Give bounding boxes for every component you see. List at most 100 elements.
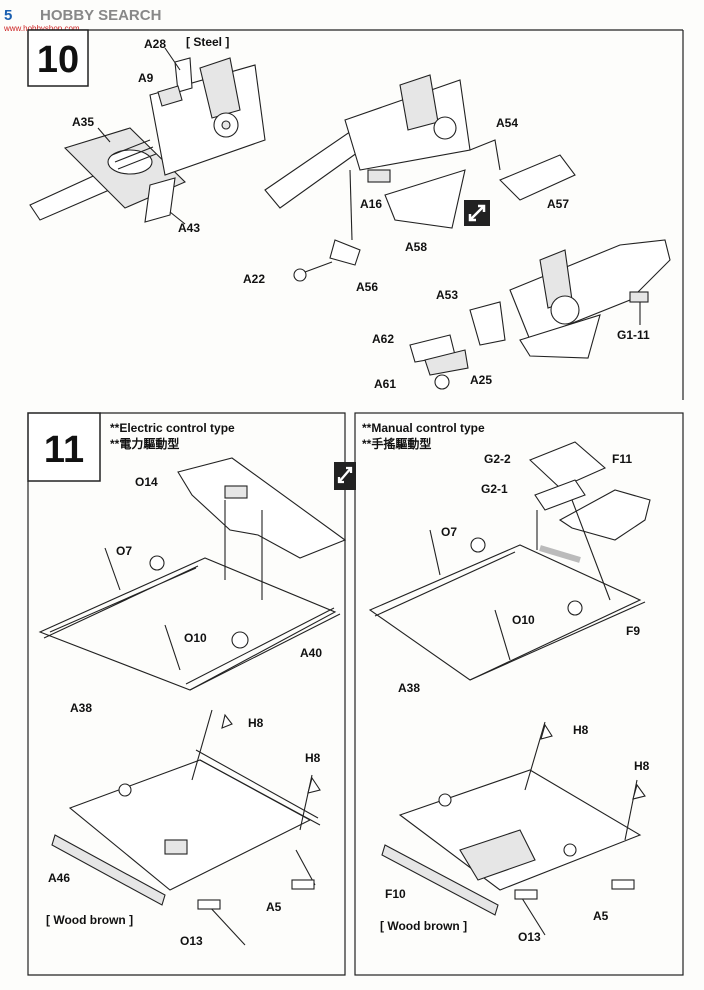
- traverse-wheel-right: [550, 295, 580, 325]
- label-m-f10: F10: [385, 887, 406, 901]
- label-e-o7: O7: [116, 544, 132, 558]
- o14-guide-lines: [224, 500, 263, 600]
- step-10-number: 10: [37, 39, 79, 81]
- label-m-h8b: H8: [634, 759, 650, 773]
- electric-labels: O14 O7 O10 A40 A38 H8 H8 A46 A5 [ Wood b…: [46, 475, 322, 948]
- lower-hatch: [164, 839, 188, 855]
- o13-guide: [207, 904, 246, 946]
- manual-drawing: [368, 441, 651, 936]
- manual-labels: G2-2 F11 G2-1 O7 O10 F9 A38 H8 H8 F10 A5…: [380, 452, 650, 944]
- a54-rod: [469, 139, 501, 171]
- a56-guide-line: [349, 169, 353, 241]
- label-m-a38: A38: [398, 681, 420, 695]
- wheel-hub-left: [221, 120, 231, 130]
- label-e-a38: A38: [70, 701, 92, 715]
- manual-panel-frame: [354, 412, 684, 976]
- label-a35: A35: [72, 115, 94, 129]
- o10-handwheel: [231, 631, 249, 649]
- manual-lower-handwheel-2: [563, 843, 577, 857]
- o14-floor-plate: [177, 457, 347, 559]
- a53-bracket: [469, 301, 506, 346]
- feed-cover-left: [199, 57, 241, 119]
- f11-shadow: [539, 545, 581, 563]
- label-e-h8a: H8: [248, 716, 264, 730]
- electric-panel-frame: [27, 412, 346, 976]
- a5-part: [291, 879, 315, 890]
- m-h8b-part: [632, 783, 646, 800]
- o10-post: [164, 624, 181, 671]
- label-a22: A22: [243, 272, 265, 286]
- watermark-brand: HOBBY SEARCH: [40, 7, 161, 24]
- electric-drawing: [38, 457, 347, 946]
- label-m-a5: A5: [593, 909, 609, 923]
- label-m-o10: O10: [512, 613, 535, 627]
- m-o10-post: [494, 609, 511, 661]
- a43-part: [144, 177, 176, 223]
- electric-title-en: **Electric control type: [110, 421, 235, 435]
- a22-part: [293, 268, 307, 282]
- label-e-h8b: H8: [305, 751, 321, 765]
- recoil-spring: [107, 149, 153, 175]
- label-a57: A57: [547, 197, 569, 211]
- a5-guide: [295, 849, 316, 886]
- label-m-g2-1: G2-1: [481, 482, 508, 496]
- a25-part: [434, 374, 450, 390]
- label-a16: A16: [360, 197, 382, 211]
- a28-leader: [164, 47, 181, 71]
- a46-wood-box: [51, 834, 166, 906]
- label-m-o7: O7: [441, 525, 457, 539]
- a22-leader: [304, 261, 333, 273]
- step-10-drawing: [29, 47, 671, 390]
- label-a54: A54: [496, 116, 518, 130]
- m-a5-part: [611, 879, 635, 890]
- manual-guide-lines: [536, 499, 611, 601]
- watermark-prefix: 5: [4, 7, 12, 24]
- upper-rail-1: [43, 565, 199, 639]
- o13-part: [197, 899, 221, 910]
- swap-arrow-glyph: [468, 204, 486, 222]
- swap-arrow-glyph-2: [337, 466, 353, 484]
- label-steel: [ Steel ]: [186, 35, 229, 49]
- label-a53: A53: [436, 288, 458, 302]
- m-o13-guide: [519, 894, 546, 936]
- g2-2-plate: [528, 441, 607, 489]
- label-a56: A56: [356, 280, 378, 294]
- a43-leader: [169, 211, 186, 225]
- label-a25: A25: [470, 373, 492, 387]
- label-m-o13: O13: [518, 930, 541, 944]
- a16-part: [367, 169, 391, 183]
- m-o7-post: [429, 529, 441, 576]
- swap-arrow-icon: [464, 200, 490, 226]
- label-e-o13: O13: [180, 934, 203, 948]
- label-e-paint: [ Wood brown ]: [46, 913, 133, 927]
- manual-title-cn: **手搖驅動型: [362, 436, 431, 451]
- step-11-box: [27, 412, 101, 482]
- label-m-f9: F9: [626, 624, 640, 638]
- label-a58: A58: [405, 240, 427, 254]
- label-e-a46: A46: [48, 871, 70, 885]
- upper-rail-2: [185, 607, 341, 691]
- label-m-f11: F11: [612, 452, 632, 466]
- label-e-a40: A40: [300, 646, 322, 660]
- step-11-number: 11: [44, 429, 84, 471]
- manual-upper-rails: [374, 551, 646, 681]
- label-a28: A28: [144, 37, 166, 51]
- label-m-g2-2: G2-2: [484, 452, 511, 466]
- label-m-h8a: H8: [573, 723, 589, 737]
- label-a62: A62: [372, 332, 394, 346]
- step-10-box: [27, 29, 89, 87]
- a58-sector-plate: [384, 169, 466, 229]
- upper-frame-a38: [38, 557, 337, 691]
- sector-plate-right: [519, 314, 601, 359]
- o14-hatch: [224, 485, 248, 499]
- manual-lower-handwheel: [438, 793, 452, 807]
- a9-part: [157, 85, 183, 107]
- g2-1-plate: [534, 479, 586, 511]
- spring-coils: [111, 139, 157, 170]
- label-a9: A9: [138, 71, 154, 85]
- label-a43: A43: [178, 221, 200, 235]
- step-10-badge: 10: [27, 29, 89, 87]
- m-o7-handwheel: [470, 537, 486, 553]
- h8a-part: [221, 713, 233, 729]
